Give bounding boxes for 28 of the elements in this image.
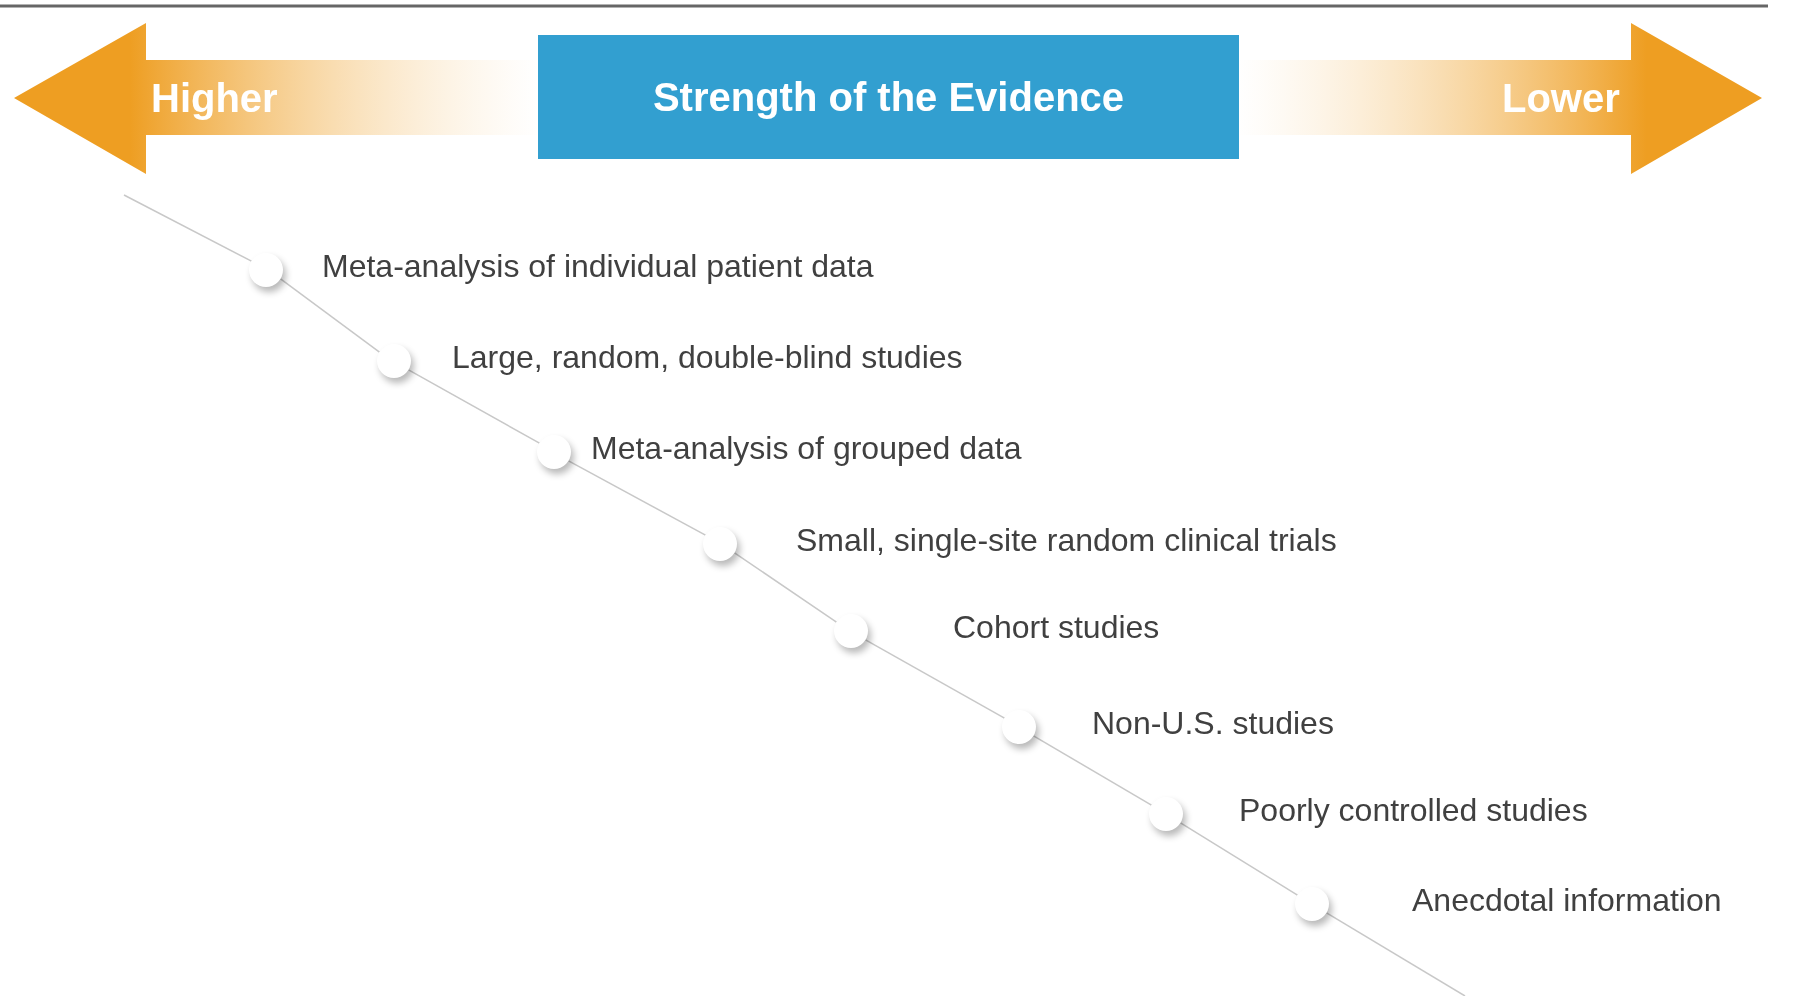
direction-label: Lower	[1502, 75, 1620, 121]
timeline-line	[1179, 822, 1299, 896]
timeline-line	[279, 278, 381, 353]
timeline-line	[1325, 912, 1466, 996]
evidence-level-label: Cohort studies	[953, 608, 1160, 646]
timeline-line	[733, 552, 838, 623]
level-dot	[537, 435, 571, 469]
title-box: Strength of the Evidence	[538, 35, 1239, 159]
level-dot	[1149, 797, 1183, 831]
evidence-level-label: Large, random, double-blind studies	[452, 338, 963, 376]
timeline-line	[123, 194, 253, 262]
evidence-level-label: Non-U.S. studies	[1092, 704, 1334, 742]
level-dot	[1295, 887, 1329, 921]
level-dot	[703, 527, 737, 561]
timeline-line	[567, 460, 707, 536]
timeline-line	[1032, 735, 1153, 806]
evidence-level-label: Poorly controlled studies	[1239, 791, 1588, 829]
level-dot	[1002, 710, 1036, 744]
level-dot	[377, 344, 411, 378]
timeline-line	[864, 639, 1006, 719]
level-dot	[249, 253, 283, 287]
evidence-level-label: Small, single-site random clinical trials	[796, 521, 1337, 559]
level-dot	[834, 614, 868, 648]
timeline-line	[407, 369, 541, 444]
evidence-level-label: Anecdotal information	[1412, 881, 1722, 919]
evidence-level-label: Meta-analysis of grouped data	[591, 429, 1022, 467]
evidence-level-label: Meta-analysis of individual patient data	[322, 247, 874, 285]
direction-label: Higher	[151, 75, 278, 121]
